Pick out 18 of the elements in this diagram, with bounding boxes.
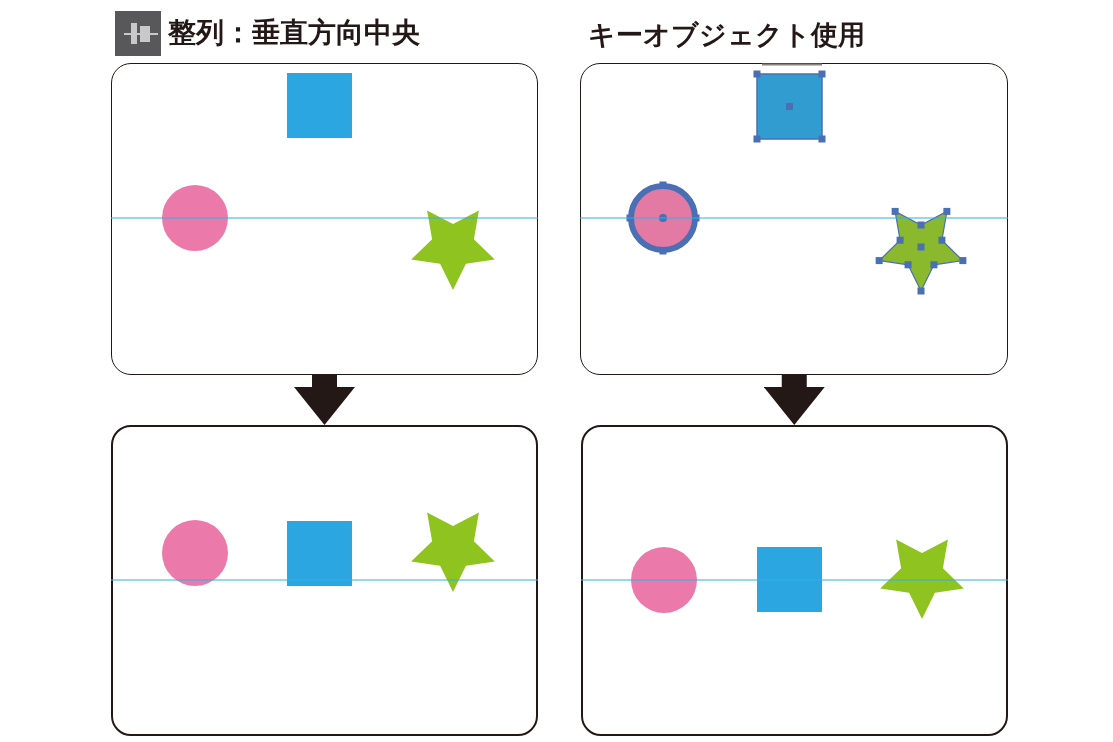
arrow <box>763 375 825 425</box>
star-shape <box>410 209 495 290</box>
star-shape <box>879 538 964 619</box>
star-shape <box>410 511 495 592</box>
square-shape <box>286 520 352 586</box>
panel-box <box>581 425 1008 736</box>
arrow <box>294 375 355 425</box>
heading: キーオブジェクト使用 <box>587 20 865 48</box>
selected-square <box>753 70 825 142</box>
selected-star <box>875 207 966 294</box>
heading: 整列：垂直方向中央 <box>167 18 420 47</box>
panel-box <box>111 425 538 736</box>
circle-shape <box>161 519 228 586</box>
circle-shape <box>630 546 697 613</box>
square-shape <box>756 546 822 612</box>
selected-circle <box>626 181 699 254</box>
square-shape <box>286 72 352 138</box>
circle-shape <box>161 184 228 251</box>
